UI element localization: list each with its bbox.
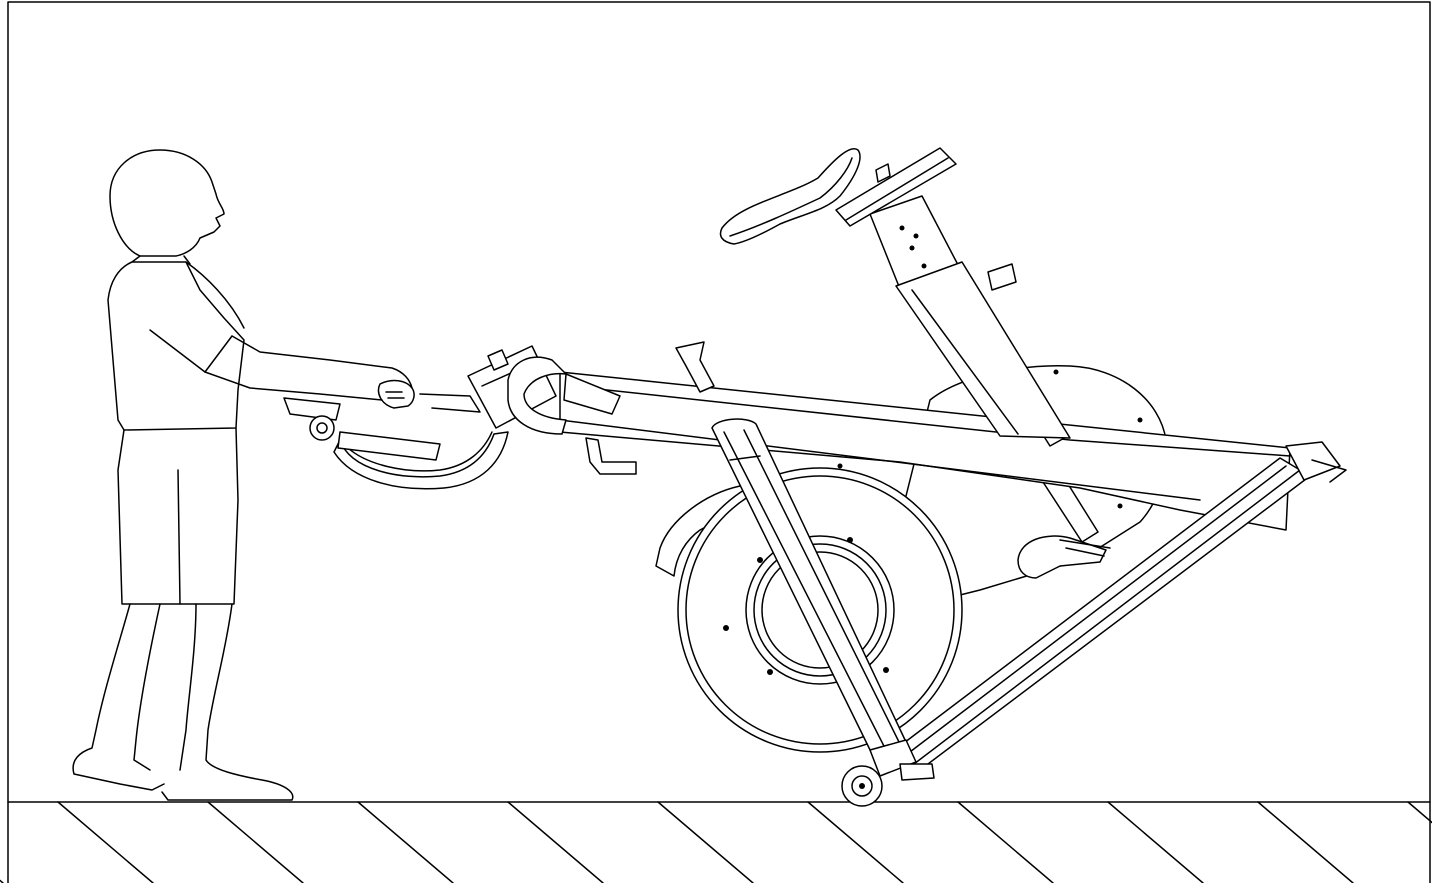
hatch-line: [1257, 801, 1354, 883]
seat-post: [869, 195, 1071, 447]
person-sleeve: [149, 329, 233, 373]
hatch-line: [1107, 801, 1204, 883]
hatch-line: [0, 879, 4, 883]
main-frame: [559, 371, 1291, 531]
person-head: [109, 149, 225, 257]
front-stabilizer: [711, 418, 917, 777]
person-silhouette: [72, 149, 415, 801]
hatch-line: [807, 801, 904, 883]
person-hand: [377, 379, 415, 409]
hatch-line: [657, 801, 754, 883]
transport-wheel: [841, 763, 935, 807]
hatch-line: [357, 801, 454, 883]
exercise-bike: [283, 147, 1347, 807]
hatch-line: [57, 801, 154, 883]
person-shirt: [107, 261, 245, 431]
hatch-line: [957, 801, 1054, 883]
person-arm: [204, 335, 413, 401]
hatch-line: [1407, 801, 1432, 824]
person-shorts: [117, 427, 239, 605]
floor-hatching: [0, 801, 1432, 883]
person-legs: [72, 603, 294, 801]
handlebars: [283, 356, 621, 490]
saddle: [719, 147, 957, 245]
hatch-line: [507, 801, 604, 883]
person-neck: [131, 255, 191, 265]
floor: [0, 801, 1432, 883]
frame-border: [7, 1, 1431, 883]
hatch-line: [207, 801, 304, 883]
